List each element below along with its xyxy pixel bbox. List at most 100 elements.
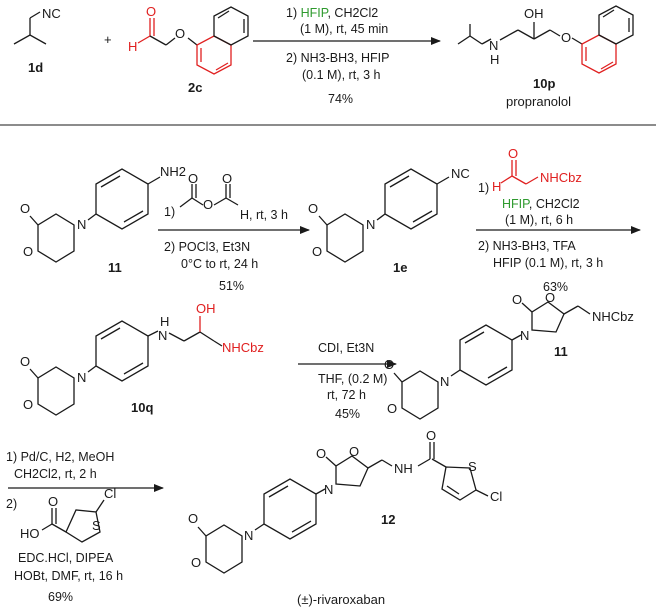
atom-h: H bbox=[490, 52, 499, 67]
atom-o: O bbox=[20, 201, 30, 216]
reaction-arrow-1: 1) HFIP, CH2Cl2 (1 M), rt, 45 min 2) NH3… bbox=[253, 6, 441, 106]
cbz-aminoacetaldehyde: 1) H O NHCbz bbox=[478, 146, 582, 195]
atom-o: O bbox=[387, 401, 397, 416]
atom-o: O bbox=[512, 292, 522, 307]
reaction-arrow-4: CDI, Et3N THF, (0.2 M) rt, 72 h 45% bbox=[298, 341, 397, 421]
condition-step1-tail: H, rt, 3 h bbox=[240, 208, 288, 222]
compound-label-12: 12 bbox=[381, 512, 395, 527]
aniline-morpholinone-11: O O N NH2 11 bbox=[20, 164, 186, 275]
reaction-arrow-2: O O O 1) H, rt, 3 h 2) POCl3, Et3N 0°C t… bbox=[158, 171, 310, 293]
oxazolidinone-11: O O N N O O NHCbz 11 bbox=[384, 290, 634, 420]
propranolol-10p: N H OH O 10p propranolol bbox=[457, 5, 634, 109]
atom-nh: NH bbox=[394, 461, 413, 476]
isopropyl-isocyanide-1d: NC 1d bbox=[13, 6, 61, 75]
atom-s: S bbox=[468, 459, 477, 474]
atom-nc: NC bbox=[42, 6, 61, 21]
atom-oh: OH bbox=[196, 301, 216, 316]
compound-label-11: 11 bbox=[554, 344, 568, 359]
yield-74: 74% bbox=[328, 92, 353, 106]
condition-step1-line2: (1 M), rt, 45 min bbox=[300, 22, 388, 36]
condition-step1: HFIP, CH2Cl2 bbox=[502, 197, 580, 211]
atom-o: O bbox=[384, 357, 394, 372]
atom-n: N bbox=[520, 328, 529, 343]
naphthalene-ring bbox=[581, 5, 634, 74]
atom-o: O bbox=[175, 26, 185, 41]
compound-label-10q: 10q bbox=[131, 400, 153, 415]
atom-nh: N bbox=[489, 38, 498, 53]
atom-o: O bbox=[48, 494, 58, 509]
rivaroxaban-12: O O N N O O NH O S Cl 12 (±)-rivaroxaban bbox=[188, 428, 502, 607]
atom-o: O bbox=[188, 511, 198, 526]
atom-n: N bbox=[440, 374, 449, 389]
amino-alcohol-10q: O O N N H OH NHCbz 10q bbox=[20, 301, 264, 416]
atom-n: N bbox=[366, 217, 375, 232]
condition-cdi: CDI, Et3N bbox=[318, 341, 374, 355]
atom-n: N bbox=[77, 370, 86, 385]
atom-nhcbz: NHCbz bbox=[540, 170, 582, 185]
condition-step2-line2: (0.1 M), rt, 3 h bbox=[302, 68, 381, 82]
compound-name-rivaroxaban: (±)-rivaroxaban bbox=[297, 592, 385, 607]
atom-nhcbz: NHCbz bbox=[222, 340, 264, 355]
reaction-arrow-3: 1) H O NHCbz HFIP, CH2Cl2 (1 M), rt, 6 h… bbox=[476, 146, 641, 294]
atom-o: O bbox=[508, 146, 518, 161]
condition-step2-line2: 0°C to rt, 24 h bbox=[181, 257, 258, 271]
yield-45: 45% bbox=[335, 407, 360, 421]
reaction-arrow-5: 1) Pd/C, H2, MeOH CH2Cl2, rt, 2 h 2) O H… bbox=[6, 450, 164, 604]
condition-step1-line2: (1 M), rt, 6 h bbox=[505, 213, 573, 227]
atom-oh: OH bbox=[524, 6, 544, 21]
compound-label-2c: 2c bbox=[188, 80, 202, 95]
compound-name-propranolol: propranolol bbox=[506, 94, 571, 109]
atom-o: O bbox=[146, 4, 156, 19]
atom-n: N bbox=[324, 482, 333, 497]
atom-o: O bbox=[222, 171, 232, 186]
atom-h: H bbox=[160, 314, 169, 329]
condition-step1-line2: CH2Cl2, rt, 2 h bbox=[14, 467, 97, 481]
yield-63: 63% bbox=[543, 280, 568, 294]
atom-nh: N bbox=[158, 328, 167, 343]
yield-69: 69% bbox=[48, 590, 73, 604]
condition-step2: 2) POCl3, Et3N bbox=[164, 240, 250, 254]
condition-step1: 1) HFIP, CH2Cl2 bbox=[286, 6, 378, 20]
atom-nc: NC bbox=[451, 166, 470, 181]
atom-cl: Cl bbox=[104, 486, 116, 501]
atom-ho: HO bbox=[20, 526, 40, 541]
condition-step2: 2) NH3-BH3, TFA bbox=[478, 239, 576, 253]
aldehyde-2c: H O O 2c bbox=[128, 4, 249, 95]
atom-o: O bbox=[23, 244, 33, 259]
condition-step1-num: 1) bbox=[164, 205, 175, 219]
atom-o: O bbox=[23, 397, 33, 412]
atom-cl: Cl bbox=[490, 489, 502, 504]
chlorothiophene-carboxylic-acid: O HO S Cl bbox=[20, 486, 116, 543]
atom-o: O bbox=[188, 171, 198, 186]
compound-label-1d: 1d bbox=[28, 60, 43, 75]
condition-step2-line2: HFIP (0.1 M), rt, 3 h bbox=[493, 256, 603, 270]
atom-o: O bbox=[312, 244, 322, 259]
naphthalene-ring bbox=[196, 6, 249, 75]
atom-o: O bbox=[308, 201, 318, 216]
condition-step1-num: 1) bbox=[478, 181, 489, 195]
atom-o: O bbox=[349, 444, 359, 459]
condition-thf: THF, (0.2 M) bbox=[318, 372, 387, 386]
condition-step2: 2) NH3-BH3, HFIP bbox=[286, 51, 390, 65]
compound-label-11: 11 bbox=[108, 260, 122, 275]
condition-time: rt, 72 h bbox=[327, 388, 366, 402]
atom-o: O bbox=[191, 555, 201, 570]
atom-o: O bbox=[545, 290, 555, 305]
atom-o: O bbox=[426, 428, 436, 443]
compound-label-1e: 1e bbox=[393, 260, 407, 275]
yield-51: 51% bbox=[219, 279, 244, 293]
atom-nhcbz: NHCbz bbox=[592, 309, 634, 324]
atom-nh2: NH2 bbox=[160, 164, 186, 179]
acetic-formic-anhydride: O O O bbox=[179, 171, 239, 212]
atom-o: O bbox=[203, 197, 213, 212]
atom-o: O bbox=[20, 354, 30, 369]
atom-o: O bbox=[561, 30, 571, 45]
condition-step2-num: 2) bbox=[6, 497, 17, 511]
atom-n: N bbox=[77, 217, 86, 232]
condition-step1: 1) Pd/C, H2, MeOH bbox=[6, 450, 114, 464]
plus-sign: + bbox=[104, 32, 112, 47]
atom-h: H bbox=[128, 39, 137, 54]
atom-o: O bbox=[316, 446, 326, 461]
atom-n: N bbox=[244, 528, 253, 543]
